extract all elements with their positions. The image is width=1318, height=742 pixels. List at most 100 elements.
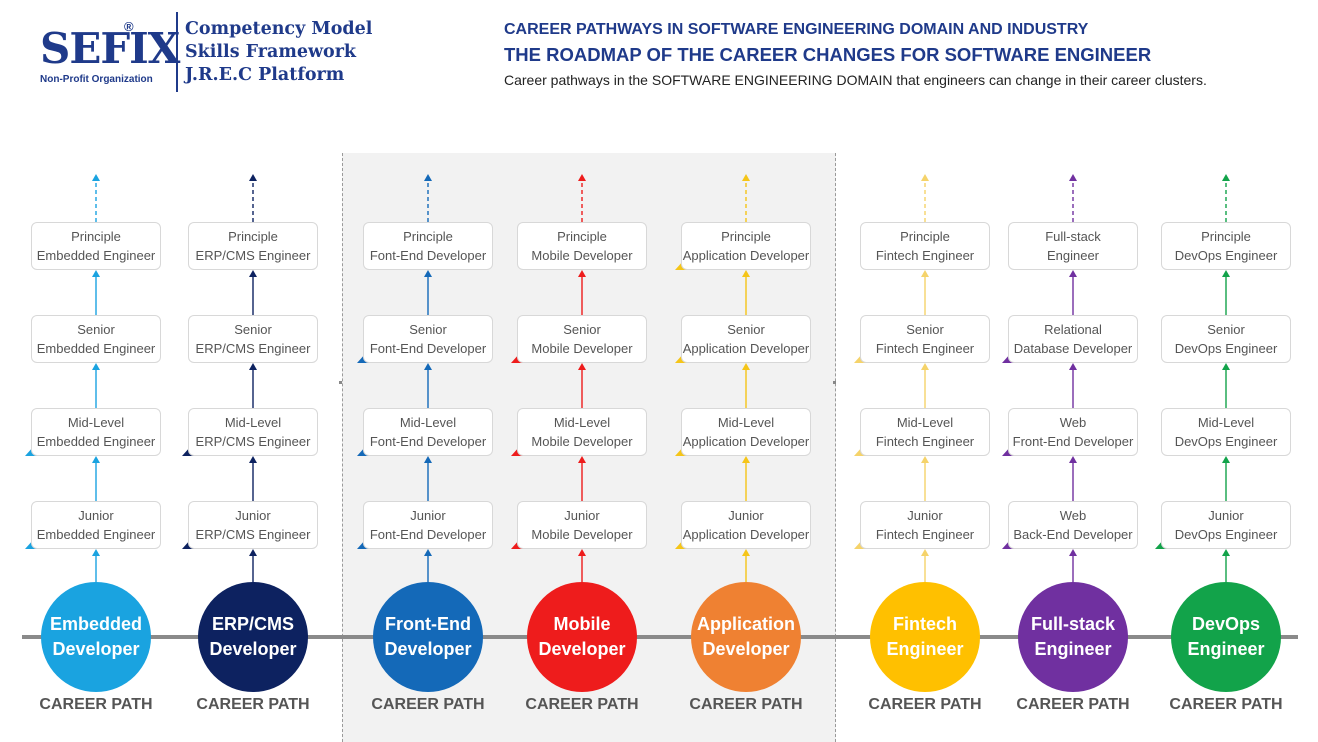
framework-line-1: Competency Model [185, 19, 373, 39]
sefix-logo: SEFIX ® Non-Profit Organization [40, 14, 180, 94]
level-title: Mid-Level [224, 415, 282, 430]
career-path-label: CAREER PATH [689, 696, 803, 713]
level-title: Senior [727, 322, 765, 337]
arrow-head [578, 549, 586, 556]
level-title: Senior [409, 322, 447, 337]
level-role: Mobile Developer [531, 527, 633, 542]
level-title: Principle [557, 229, 607, 244]
career-path-label: CAREER PATH [371, 696, 485, 713]
level-role: Embedded Engineer [36, 434, 156, 449]
level-title: Senior [563, 322, 601, 337]
arrow-head [1069, 174, 1077, 181]
career-node-name: Embedded [49, 614, 142, 634]
arrow-head [92, 174, 100, 181]
level-title: Senior [77, 322, 115, 337]
career-node-role: Developer [52, 639, 140, 659]
arrow-head [1222, 456, 1230, 463]
arrow-head [578, 363, 586, 370]
level-role: DevOps Engineer [1174, 248, 1278, 263]
level-title: Junior [410, 508, 446, 523]
career-path-label: CAREER PATH [525, 696, 639, 713]
arrow-head [249, 270, 257, 277]
level-role: DevOps Engineer [1174, 434, 1278, 449]
arrow-head [424, 549, 432, 556]
registered-mark: ® [124, 19, 134, 34]
level-title: Principle [900, 229, 950, 244]
band-marker-right [833, 381, 836, 384]
arrow-head [578, 270, 586, 277]
career-timeline [22, 635, 1298, 639]
framework-title: Competency Model Skills Framework J.R.E.… [185, 18, 372, 87]
level-title: Mid-Level [717, 415, 775, 430]
arrow-head [742, 456, 750, 463]
level-title: Mid-Level [1197, 415, 1255, 430]
level-title: Senior [234, 322, 272, 337]
level-role: Fintech Engineer [875, 527, 975, 542]
level-title: Mid-Level [399, 415, 457, 430]
level-role: Mobile Developer [531, 248, 633, 263]
level-title: Junior [235, 508, 271, 523]
career-node-role: Developer [538, 639, 626, 659]
arrow-head [92, 549, 100, 556]
level-role: Application Developer [682, 341, 810, 356]
arrow-head [742, 174, 750, 181]
arrow-head [1222, 549, 1230, 556]
career-node-role: Developer [384, 639, 472, 659]
arrow-head [1069, 456, 1077, 463]
level-role: Application Developer [682, 248, 810, 263]
arrow-head [249, 174, 257, 181]
arrow-head [742, 549, 750, 556]
career-path-label: CAREER PATH [868, 696, 982, 713]
level-title: Junior [78, 508, 114, 523]
arrow-head [249, 456, 257, 463]
level-title: Full-stack [1045, 229, 1101, 244]
level-title: Principle [1201, 229, 1251, 244]
arrow-head [1069, 549, 1077, 556]
career-node-name: Front-End [385, 614, 471, 634]
level-title: Junior [1208, 508, 1244, 523]
level-role: Front-End Developer [1012, 434, 1134, 449]
arrow-head [921, 270, 929, 277]
arrow-head [424, 456, 432, 463]
level-role: Mobile Developer [531, 434, 633, 449]
arrow-head [424, 174, 432, 181]
career-node-name: Full-stack [1030, 614, 1116, 634]
logo-divider [176, 12, 178, 92]
arrow-head [1222, 174, 1230, 181]
level-title: Principle [228, 229, 278, 244]
level-title: Senior [906, 322, 944, 337]
arrow-head [1069, 270, 1077, 277]
level-role: ERP/CMS Engineer [195, 527, 311, 542]
level-role: Font-End Developer [369, 527, 487, 542]
arrow-head [921, 456, 929, 463]
level-title: Junior [728, 508, 764, 523]
level-role: Engineer [1046, 248, 1100, 263]
arrow-head [424, 270, 432, 277]
level-role: Fintech Engineer [875, 248, 975, 263]
arrow-head [921, 174, 929, 181]
level-role: Embedded Engineer [36, 341, 156, 356]
level-role: Back-End Developer [1013, 527, 1133, 542]
level-title: Relational [1044, 322, 1102, 337]
level-title: Principle [71, 229, 121, 244]
logo-subtitle: Non-Profit Organization [40, 74, 153, 85]
level-role: Embedded Engineer [36, 248, 156, 263]
arrow-head [424, 363, 432, 370]
